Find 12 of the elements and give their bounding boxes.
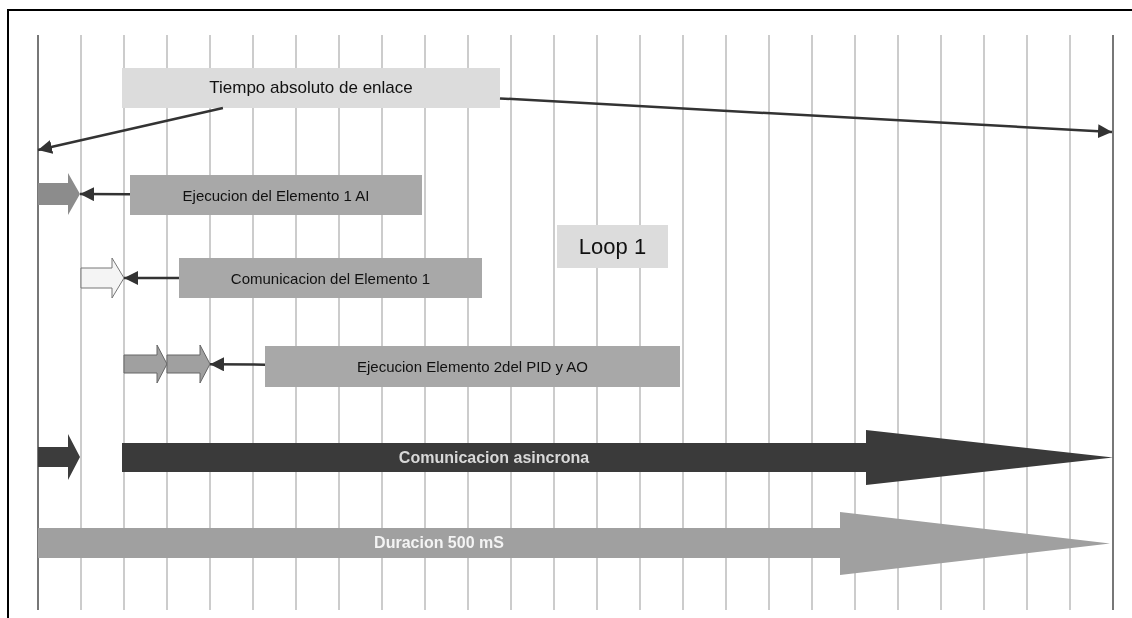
bar-label: Comunicacion asincrona	[397, 447, 591, 468]
arrow	[124, 271, 179, 285]
step-label: Ejecucion del Elemento 1 AI	[130, 175, 422, 215]
step-label: Comunicacion del Elemento 1	[179, 258, 482, 298]
time-label: Tiempo absoluto de enlace	[122, 68, 500, 108]
bar-label: Duracion 500 mS	[373, 533, 505, 553]
arrow	[80, 187, 130, 202]
loop-label: Loop 1	[557, 225, 668, 268]
arrow	[37, 106, 224, 154]
step-label: Ejecucion Elemento 2del PID y AO	[265, 346, 680, 387]
arrow	[210, 357, 265, 372]
arrow	[499, 97, 1113, 139]
